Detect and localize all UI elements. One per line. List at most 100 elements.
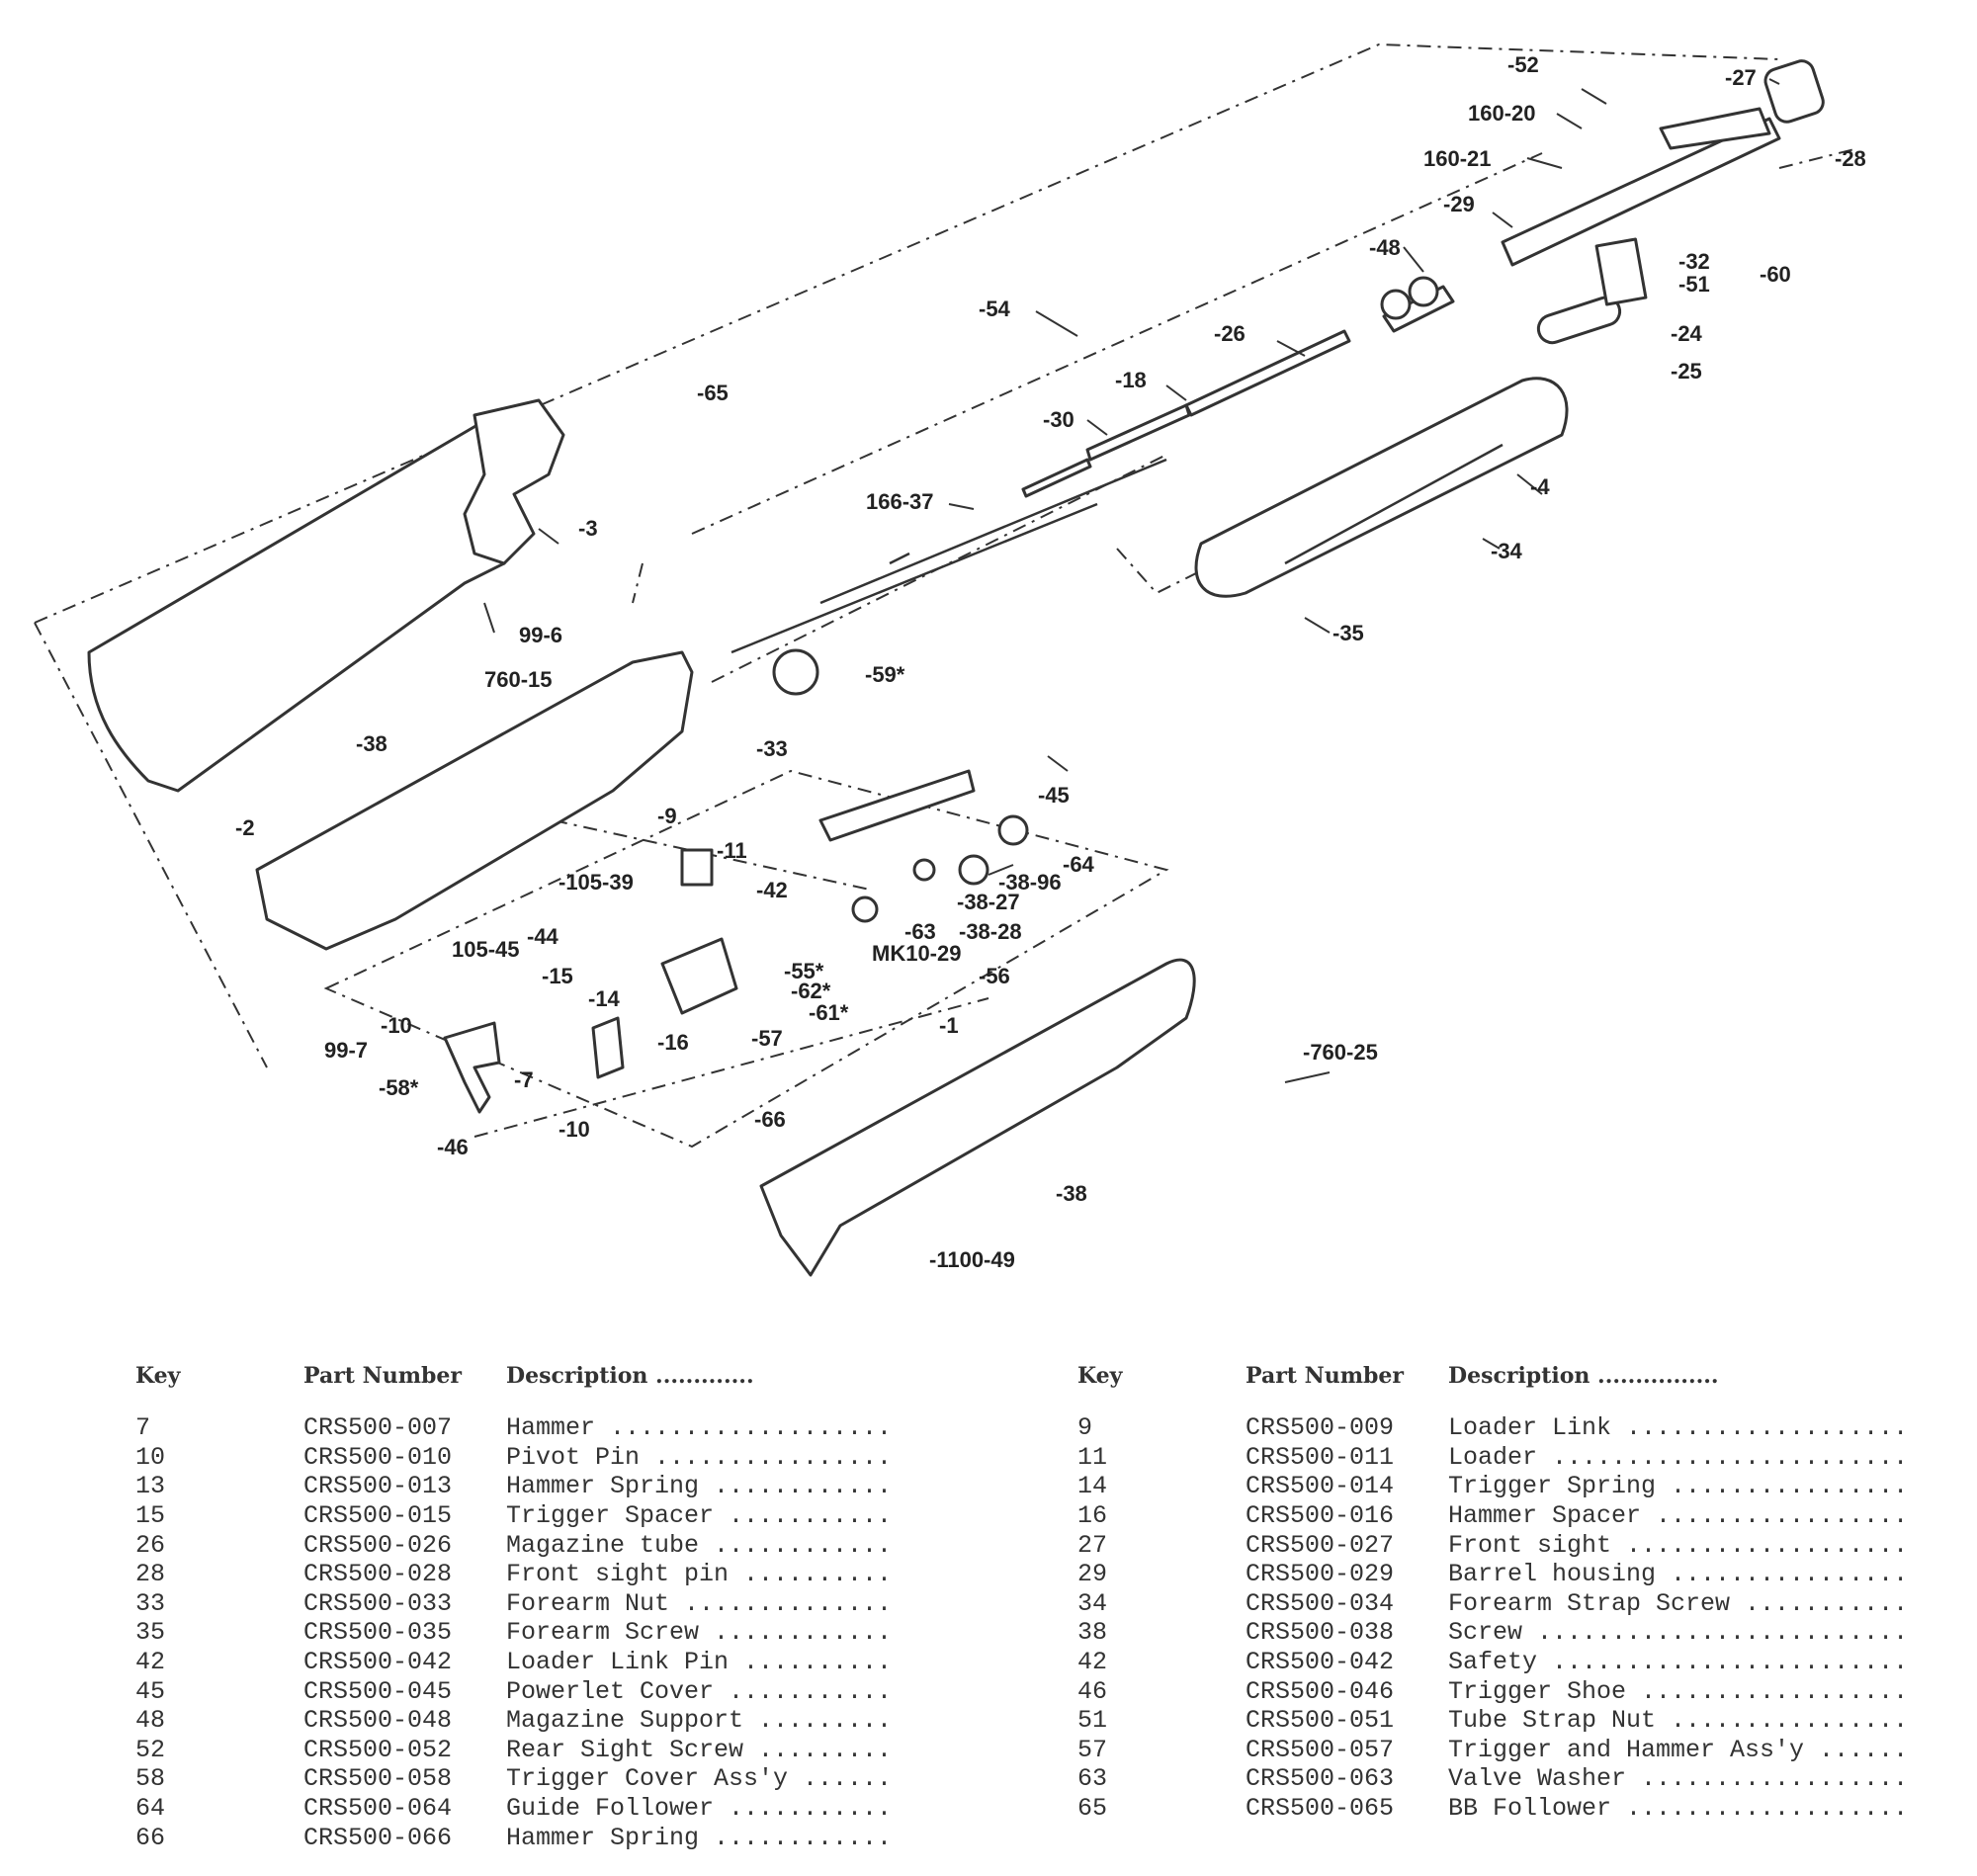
- legend-header: Key Part Number Description ............…: [135, 1356, 926, 1396]
- callout-label: -38-28: [959, 919, 1022, 944]
- part-key: 58: [135, 1764, 166, 1794]
- callout-label: -28: [1835, 146, 1866, 171]
- part-number-header: Part Number: [1246, 1363, 1404, 1389]
- part-key: 16: [1077, 1501, 1108, 1531]
- callout-label: -1: [939, 1013, 959, 1038]
- part-key: 51: [1077, 1706, 1108, 1736]
- callout-label: -24: [1671, 321, 1703, 346]
- part-number: CRS500-029: [1246, 1560, 1395, 1589]
- part-key: 42: [135, 1648, 166, 1677]
- part-key: 29: [1077, 1560, 1108, 1589]
- forearm-part: [1194, 377, 1569, 598]
- part-number: CRS500-045: [303, 1676, 453, 1706]
- callout-label: -105-39: [559, 870, 634, 895]
- callout-label: -7: [514, 1067, 534, 1092]
- parts-legend-right: Key Part Number Description ............…: [1077, 1356, 1928, 1823]
- callout-label: -29: [1443, 192, 1475, 216]
- callout-label: -3: [578, 516, 598, 541]
- callout-label: -57: [751, 1026, 783, 1051]
- callout-label: 160-21: [1423, 146, 1492, 171]
- part-description: BB Follower ...................: [1448, 1794, 1909, 1824]
- part-number-header: Part Number: [303, 1363, 462, 1389]
- legend-row: 51 CRS500-051 Tube Strap Nut .............…: [1077, 1706, 1928, 1736]
- trigger-group: [443, 814, 1029, 1114]
- part-number: CRS500-010: [303, 1442, 453, 1472]
- description-header: Description ................: [1448, 1363, 1719, 1389]
- part-key: 46: [1077, 1676, 1108, 1706]
- callout-label: -44: [527, 924, 559, 949]
- part-description: Safety ........................: [1448, 1648, 1909, 1677]
- callout-label: -58*: [379, 1075, 419, 1100]
- part-number: CRS500-048: [303, 1706, 453, 1736]
- part-key: 10: [135, 1442, 166, 1472]
- part-number: CRS500-013: [303, 1472, 453, 1501]
- legend-row: 48 CRS500-048 Magazine Support .........: [135, 1706, 926, 1736]
- callout-label: -59*: [865, 662, 905, 687]
- callout-label: -26: [1214, 321, 1246, 346]
- callout-label: -63: [904, 919, 936, 944]
- callout-label: -1100-49: [929, 1247, 1015, 1272]
- part-number: CRS500-066: [303, 1823, 453, 1852]
- legend-row: 29 CRS500-029 Barrel housing .............…: [1077, 1560, 1928, 1589]
- part-number: CRS500-015: [303, 1501, 453, 1531]
- part-key: 48: [135, 1706, 166, 1736]
- callout-label: 160-20: [1468, 101, 1536, 126]
- part-description: Guide Follower ...........: [506, 1794, 893, 1824]
- part-number: CRS500-011: [1246, 1442, 1395, 1472]
- part-description: Front sight pin ..........: [506, 1560, 893, 1589]
- part-description: Hammer Spacer .................: [1448, 1501, 1909, 1531]
- part-number: CRS500-034: [1246, 1588, 1395, 1618]
- callout-label: 166-37: [866, 489, 934, 514]
- part-description: Tube Strap Nut ................: [1448, 1706, 1909, 1736]
- callout-label: -14: [588, 986, 621, 1011]
- callout-label: -38: [356, 731, 387, 756]
- part-description: Trigger Spacer ...........: [506, 1501, 893, 1531]
- callout-leaders: [483, 78, 1780, 1083]
- part-number: CRS500-058: [303, 1764, 453, 1794]
- part-description: Forearm Screw ............: [506, 1618, 893, 1648]
- callout-label: -16: [657, 1030, 689, 1055]
- legend-row: 58 CRS500-058 Trigger Cover Ass'y ......: [135, 1764, 926, 1794]
- part-description: Trigger Cover Ass'y ......: [506, 1764, 893, 1794]
- barrel-assembly: [731, 59, 1825, 696]
- part-description: Rear Sight Screw .........: [506, 1735, 893, 1764]
- part-key: 57: [1077, 1735, 1108, 1764]
- receiver-left-part: [255, 650, 694, 951]
- part-key: 9: [1077, 1413, 1093, 1443]
- callout-label: MK10-29: [872, 941, 961, 966]
- callout-label: -42: [756, 878, 788, 902]
- part-number: CRS500-033: [303, 1588, 453, 1618]
- part-number: CRS500-042: [1246, 1648, 1395, 1677]
- callout-label: -56: [979, 964, 1010, 988]
- callout-label: -33: [756, 736, 788, 761]
- callout-label: -45: [1038, 783, 1070, 808]
- part-key: 35: [135, 1618, 166, 1648]
- part-number: CRS500-042: [303, 1648, 453, 1677]
- callout-label: -38-27: [957, 890, 1020, 914]
- callout-label: -34: [1491, 539, 1523, 563]
- part-key: 66: [135, 1823, 166, 1852]
- exploded-parts-diagram: -52 -27 160-20 160-21 -28 -29 -48 -32 -6…: [34, 43, 1866, 1277]
- part-description: Barrel housing ................: [1448, 1560, 1909, 1589]
- part-key: 34: [1077, 1588, 1108, 1618]
- key-header: Key: [1077, 1363, 1123, 1389]
- part-number: CRS500-007: [303, 1413, 453, 1443]
- callout-label: -760-25: [1303, 1040, 1378, 1065]
- callout-label: -10: [559, 1117, 590, 1142]
- part-number: CRS500-051: [1246, 1706, 1395, 1736]
- part-description: Loader Link ...................: [1448, 1413, 1909, 1443]
- part-key: 38: [1077, 1618, 1108, 1648]
- part-description: Magazine Support .........: [506, 1706, 893, 1736]
- callout-label: -32: [1678, 249, 1710, 274]
- part-number: CRS500-014: [1246, 1472, 1395, 1501]
- callout-label: -27: [1725, 65, 1757, 90]
- callout-label: -55*: [784, 959, 824, 983]
